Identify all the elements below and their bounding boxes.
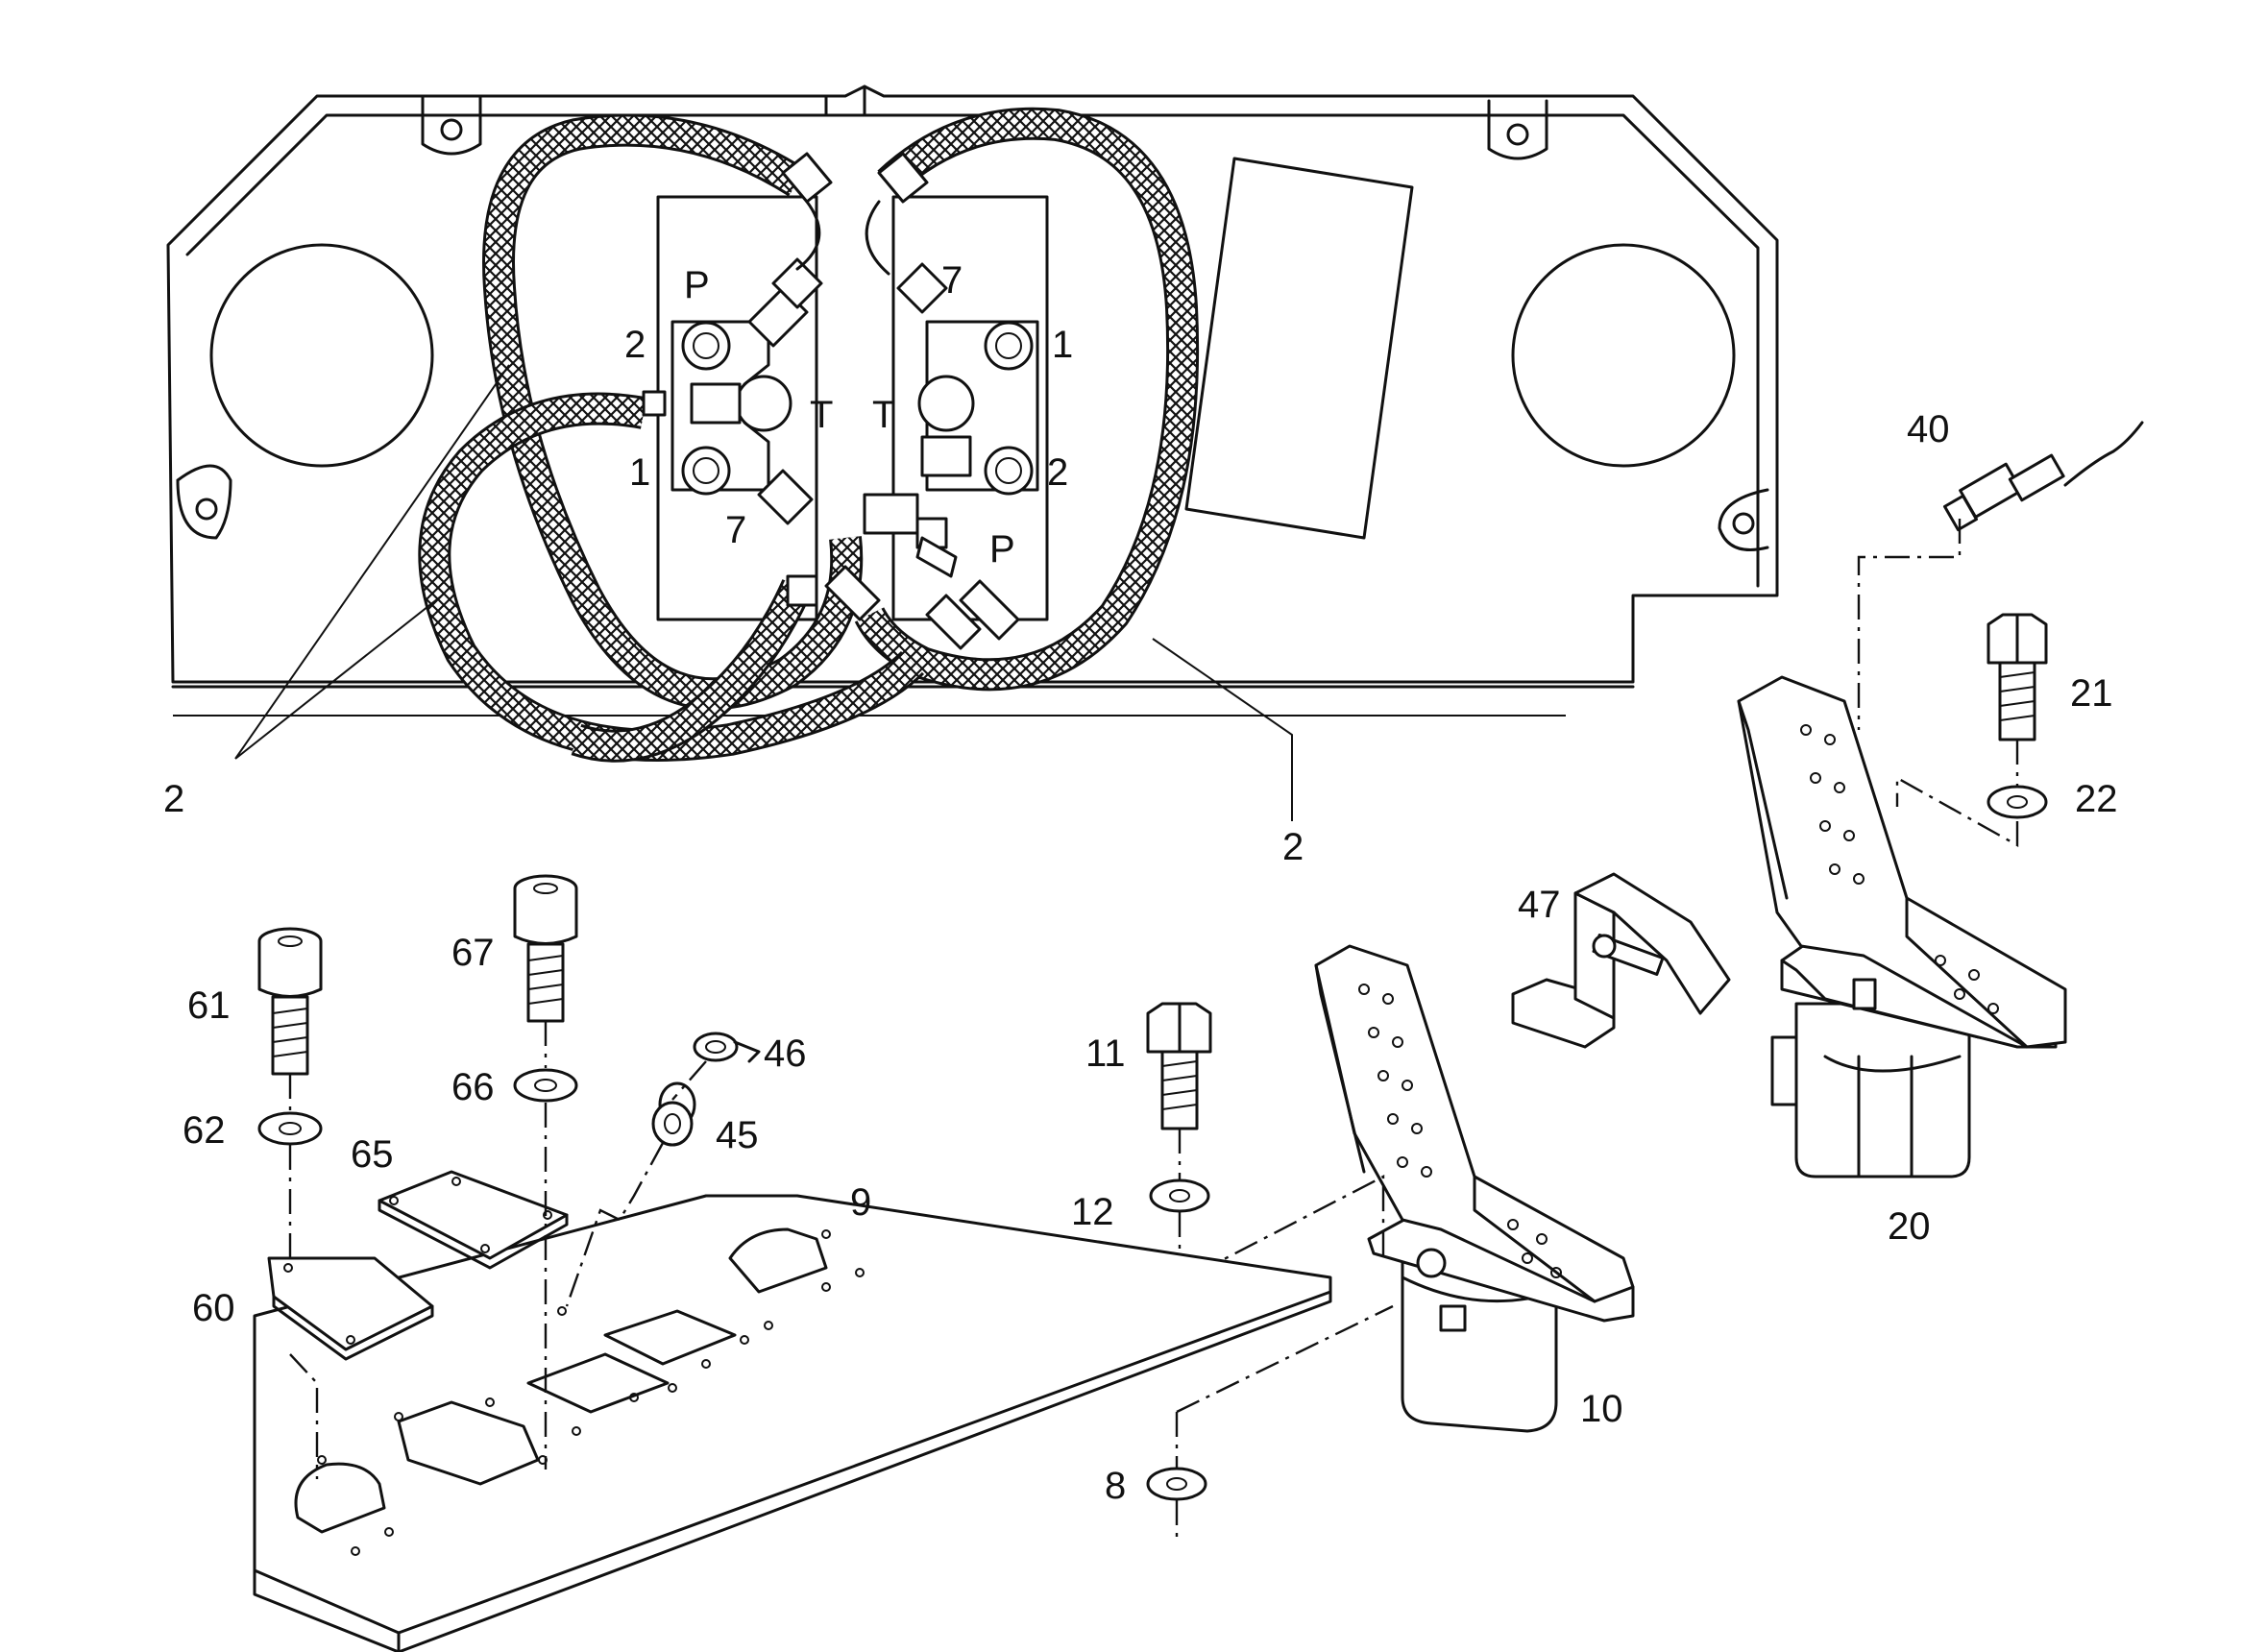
right-valve-block: [786, 152, 1039, 650]
bolt-21: [1987, 613, 2048, 741]
part-label-8: 8: [1105, 1465, 1126, 1507]
washer-12: [1149, 1178, 1210, 1213]
left-valve-block: [642, 152, 833, 525]
part-label-11: 11: [1085, 1032, 1126, 1075]
hydraulic-hoses: [418, 107, 1200, 763]
port-label-7-right: 7: [941, 259, 963, 302]
port-label-p-left: P: [684, 264, 710, 306]
port-label-2-left: 2: [624, 324, 646, 366]
pedal-10: [1314, 944, 1635, 1433]
part-label-60: 60: [192, 1287, 235, 1329]
part-label-2-left: 2: [163, 778, 184, 820]
part-label-20: 20: [1888, 1205, 1931, 1248]
port-label-2-right: 2: [1047, 451, 1068, 494]
part-label-65: 65: [351, 1133, 394, 1176]
cap-screw-61: [257, 927, 323, 1076]
mounting-plate: [166, 85, 1779, 717]
floor-plate-9: [253, 1194, 1332, 1652]
port-label-t-right: T: [872, 394, 895, 436]
bracket-47: [1511, 872, 1731, 1049]
pedal-assembly-20: [1737, 675, 2067, 1178]
part-label-12: 12: [1071, 1191, 1114, 1233]
part-label-9: 9: [850, 1181, 871, 1224]
washer-62: [257, 1111, 323, 1146]
washer-8: [1146, 1467, 1207, 1501]
part-label-67: 67: [451, 932, 495, 974]
port-label-1-right: 1: [1052, 324, 1073, 366]
port-label-7-left: 7: [725, 509, 746, 551]
part-label-46: 46: [764, 1032, 807, 1075]
part-label-40: 40: [1907, 408, 1950, 450]
part-label-66: 66: [451, 1066, 495, 1108]
cover-65: [378, 1170, 569, 1270]
sensor-40: [1942, 421, 2144, 532]
cover-60: [267, 1256, 434, 1361]
part-label-21: 21: [2070, 672, 2113, 715]
part-label-10: 10: [1580, 1388, 1623, 1430]
port-label-t-left: T: [810, 394, 833, 436]
part-label-62: 62: [183, 1109, 226, 1152]
bolt-11: [1146, 1002, 1212, 1130]
part-label-45: 45: [716, 1114, 759, 1156]
part-label-2-right: 2: [1282, 826, 1304, 868]
part-label-22: 22: [2075, 778, 2118, 820]
washer-22: [1987, 785, 2048, 819]
port-label-p-right: P: [989, 528, 1015, 571]
grommet-45: [651, 1081, 696, 1147]
cap-screw-67: [513, 874, 578, 1023]
clip-46: [693, 1032, 761, 1063]
washer-66: [513, 1068, 578, 1103]
part-label-47: 47: [1518, 884, 1561, 926]
part-label-61: 61: [187, 984, 231, 1027]
port-label-1-left: 1: [629, 451, 650, 494]
